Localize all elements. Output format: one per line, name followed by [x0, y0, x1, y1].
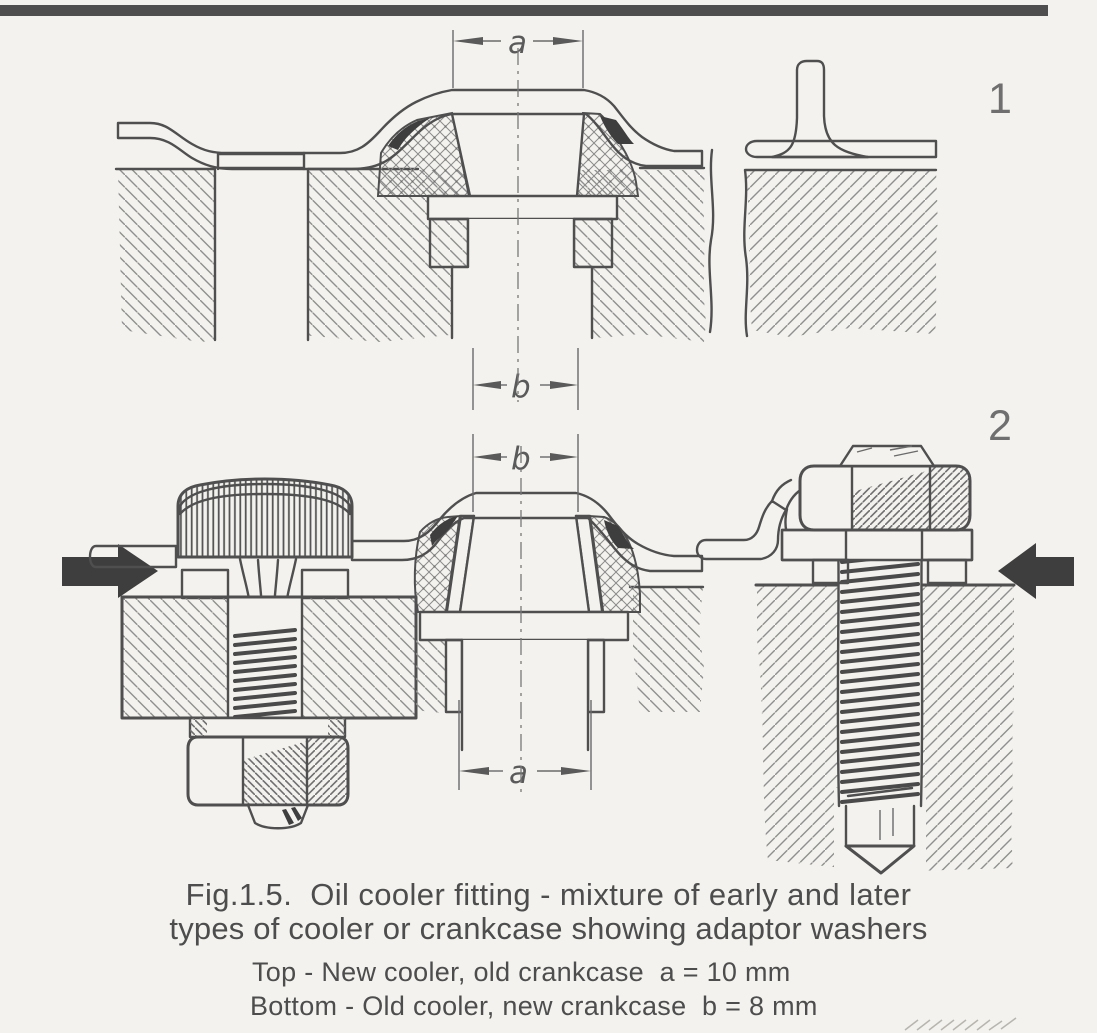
- knurled-cap-nut: [178, 479, 352, 557]
- scan-top-edge-band: [0, 5, 1048, 16]
- figure-caption-line2: types of cooler or crankcase showing ada…: [169, 911, 928, 946]
- spacer-washer-right: [300, 568, 350, 600]
- fig1-dimension-b: b: [472, 348, 579, 410]
- fig2-right-bolt-assembly: [695, 444, 1074, 878]
- fig1-crankcase-right: [746, 170, 938, 337]
- fig2-crankcase-under-left: [416, 640, 446, 714]
- figure1-number: 1: [988, 75, 1012, 123]
- cooler-sheet-left-end: [88, 544, 178, 569]
- fig1-cooler-sheet-left: [116, 88, 704, 171]
- right-spacer-right: [926, 558, 968, 585]
- figure2-number: 2: [988, 402, 1012, 450]
- fig1-bolt-hole: [215, 169, 308, 345]
- figure-note-bottom: Bottom - Old cooler, new crankcase b = 8…: [250, 991, 818, 1021]
- fig1-dim-bottom-label: b: [511, 369, 531, 405]
- fig2-dim-bottom-label: a: [509, 755, 528, 791]
- spacer-washer-left: [180, 568, 230, 600]
- fig2-bore-taper: [460, 516, 589, 612]
- fig2-right-sheet-curl: [695, 499, 788, 561]
- fig2-dimension-a: a: [458, 700, 592, 791]
- scan-bottom-smudge: [904, 1017, 1017, 1031]
- fig2-crankcase-right-block: [633, 587, 704, 712]
- fig1-dimension-a: a: [452, 25, 584, 88]
- fig2-center-fitting: b a: [350, 434, 705, 795]
- fig1-right-sheet-web: [770, 59, 870, 159]
- right-arrow-icon: [998, 543, 1074, 599]
- right-spacer-left: [811, 558, 850, 585]
- stud-end-cap: [838, 444, 936, 468]
- right-washer-bar: [782, 530, 972, 560]
- left-arrow-icon: [62, 544, 158, 598]
- figure-caption-line1: Fig.1.5. Oil cooler fitting - mixture of…: [185, 877, 912, 912]
- fig2-adaptor-plate: [420, 612, 628, 640]
- fig1-adaptor-plate: [428, 196, 617, 219]
- stud-tip-right: [844, 844, 916, 875]
- fig2-left-bolt-assembly: [62, 477, 418, 830]
- fig1-break-line: [708, 148, 749, 338]
- stud-threads-left: [233, 628, 297, 719]
- fig1-dim-top-label: a: [508, 25, 527, 61]
- figure-note-top: Top - New cooler, old crankcase a = 10 m…: [252, 957, 791, 987]
- fig2-dimension-b: b: [472, 434, 579, 512]
- cap-nut-top-rim: [178, 482, 352, 516]
- figure2-cross-section: b a: [62, 402, 1074, 878]
- fig1-right-sheet: [744, 139, 938, 159]
- figure1-cross-section: 1 a b: [114, 25, 1012, 410]
